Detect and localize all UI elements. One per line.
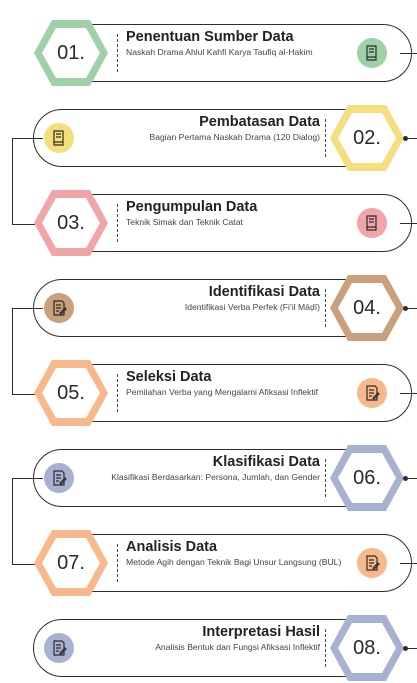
- step-number: 08.: [353, 636, 381, 659]
- step-description: Teknik Simak dan Teknik Catat: [126, 217, 243, 227]
- step-title: Pembatasan Data: [199, 114, 320, 130]
- dashed-divider: [325, 119, 326, 157]
- connector-line: [406, 138, 417, 139]
- step-title: Klasifikasi Data: [212, 454, 320, 470]
- step-number-badge: 03.: [32, 188, 110, 258]
- book-icon: [357, 38, 387, 68]
- step-title: Interpretasi Hasil: [202, 624, 320, 640]
- step-number-badge: 02.: [328, 103, 406, 173]
- edit-document-icon: [44, 463, 74, 493]
- step-title: Identifikasi Data: [208, 284, 320, 300]
- dashed-divider: [325, 459, 326, 497]
- connector-dot: [403, 135, 408, 141]
- step-description: Identifikasi Verba Perfek (Fi’il Māḍī): [184, 302, 320, 312]
- step-number-badge: 08.: [328, 613, 406, 683]
- step-number-badge: 01.: [32, 18, 110, 88]
- connector-dot: [403, 645, 408, 651]
- dashed-divider: [117, 374, 118, 412]
- connector-dot: [403, 305, 408, 311]
- step-title: Analisis Data: [126, 539, 218, 555]
- step-description: Analisis Bentuk dan Fungsi Afiksasi Infl…: [155, 642, 320, 652]
- step-number-badge: 04.: [328, 273, 406, 343]
- connector-line: [400, 223, 417, 224]
- left-bracket: [12, 308, 43, 395]
- book-icon: [357, 208, 387, 238]
- step-number-badge: 06.: [328, 443, 406, 513]
- edit-document-icon: [357, 548, 387, 578]
- dashed-divider: [325, 289, 326, 327]
- step-number: 07.: [57, 551, 85, 574]
- step-description: Pemilahan Verba yang Mengalami Afiksasi …: [126, 387, 319, 397]
- connector-line: [400, 393, 417, 394]
- dashed-divider: [117, 204, 118, 242]
- dashed-divider: [117, 544, 118, 582]
- step-number: 02.: [353, 126, 381, 149]
- dashed-divider: [117, 34, 118, 72]
- step-title: Pengumpulan Data: [126, 199, 258, 215]
- edit-document-icon: [44, 293, 74, 323]
- connector-dot: [403, 475, 408, 481]
- connector-line: [400, 53, 417, 54]
- step-description: Naskah Drama Ahlul Kahfi Karya Taufiq al…: [126, 47, 313, 57]
- step-number: 05.: [57, 381, 85, 404]
- step-title: Seleksi Data: [126, 369, 212, 385]
- book-icon: [44, 123, 74, 153]
- connector-line: [406, 648, 417, 649]
- connector-line: [400, 563, 417, 564]
- step-number-badge: 07.: [32, 528, 110, 598]
- step-description: Metode Agih dengan Teknik Bagi Unsur Lan…: [126, 557, 342, 567]
- step-number: 03.: [57, 211, 85, 234]
- step-description: Klasifikasi Berdasarkan: Persona, Jumlah…: [111, 472, 320, 482]
- connector-line: [406, 478, 417, 479]
- step-number: 06.: [353, 466, 381, 489]
- dashed-divider: [325, 629, 326, 667]
- step-number: 04.: [353, 296, 381, 319]
- left-bracket: [12, 138, 43, 225]
- step-number-badge: 05.: [32, 358, 110, 428]
- step-number: 01.: [57, 41, 85, 64]
- step-description: Bagian Pertama Naskah Drama (120 Dialog): [149, 132, 320, 142]
- edit-document-icon: [44, 633, 74, 663]
- left-bracket: [12, 478, 43, 565]
- edit-document-icon: [357, 378, 387, 408]
- step-title: Penentuan Sumber Data: [126, 29, 294, 45]
- connector-line: [406, 308, 417, 309]
